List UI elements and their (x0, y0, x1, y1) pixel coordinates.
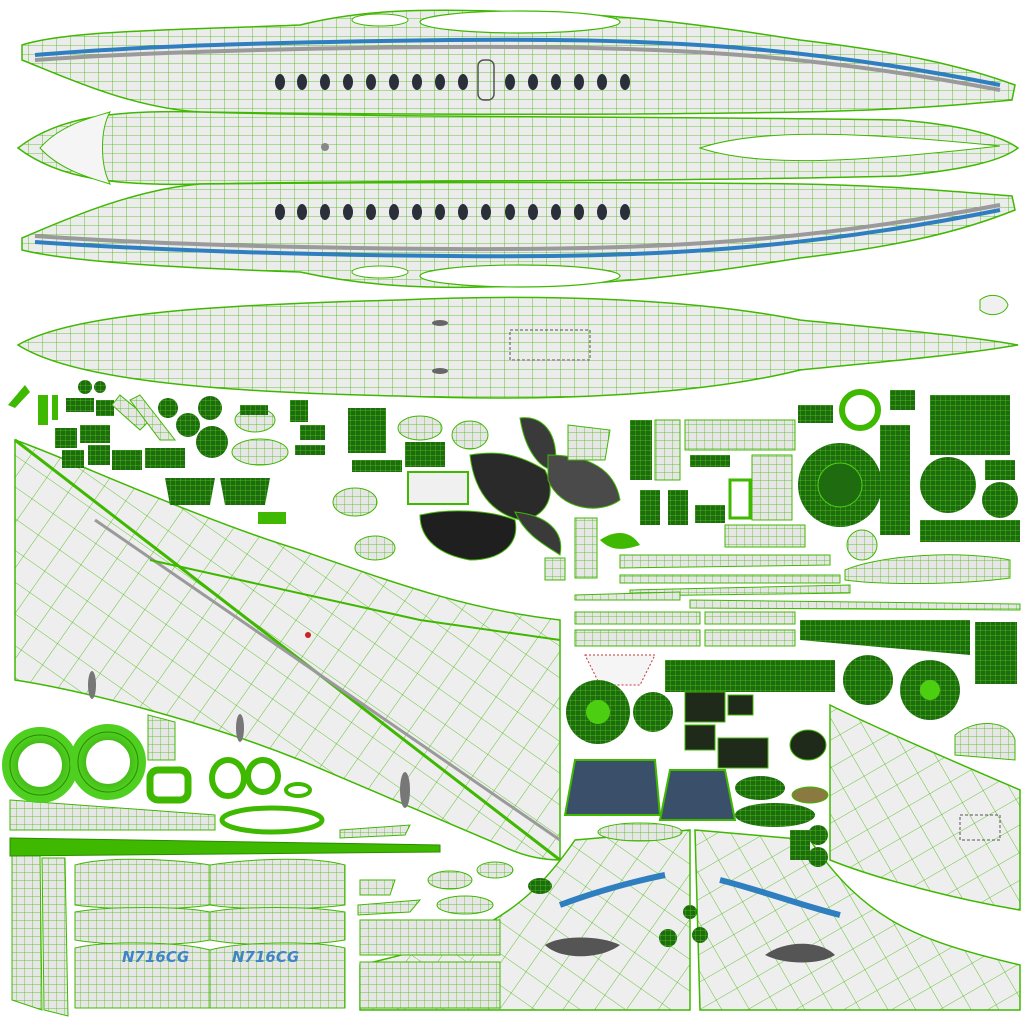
registration-mark-left: N716CG (122, 948, 189, 966)
upper-window-row (275, 59, 630, 101)
wing-right-uv-shell (829, 703, 1021, 911)
fuselage-top-uv-shell (16, 110, 1020, 186)
center-parts-cluster (332, 408, 640, 581)
tail-fin-right-uv-shell (694, 829, 1021, 1011)
fuselage-upper-uv-shell (21, 9, 1016, 115)
cockpit-glass-and-parts (563, 691, 829, 867)
tire-uv-shells (2, 714, 325, 835)
fuselage-belly-uv-shell (16, 294, 1019, 399)
edge-strips-uv-shells (9, 799, 501, 1017)
engine-fan-discs (566, 655, 1016, 761)
fuselage-lower-uv-shell (21, 181, 1016, 289)
engine-nacelle-uv-shells: N716CG N716CG (74, 858, 346, 1009)
landing-gear-parts-cluster (574, 389, 1021, 611)
small-parts-cluster-left (8, 380, 325, 524)
registration-mark-right: N716CG (232, 948, 299, 966)
small-parts-cluster-bottom (339, 824, 708, 947)
control-surface-strips (574, 611, 1017, 692)
lower-window-row (275, 204, 630, 220)
